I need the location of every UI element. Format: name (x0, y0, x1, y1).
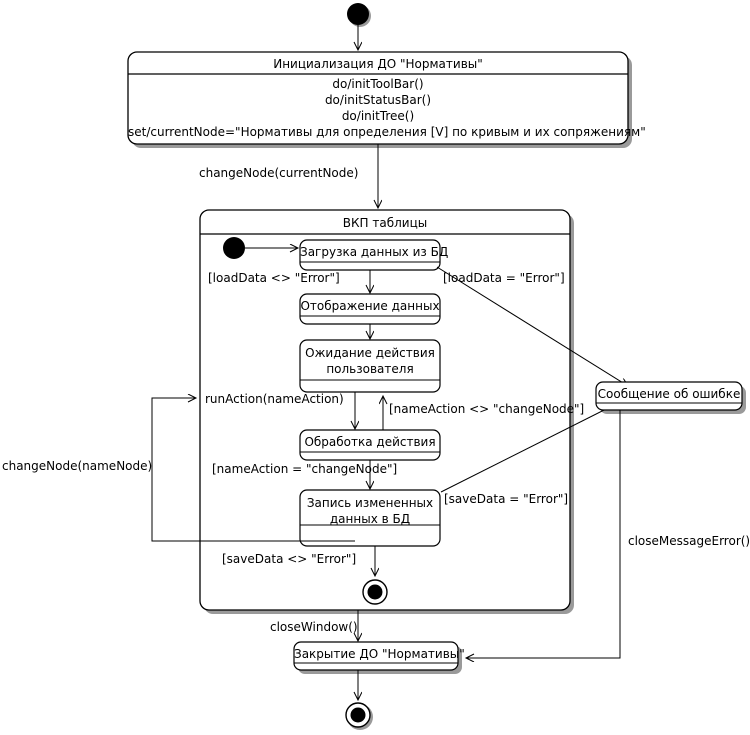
composite-state-title: ВКП таблицы (342, 216, 428, 230)
transition-label-close-window: closeWindow() (270, 620, 358, 634)
transition-label-load-error: [loadData = "Error"] (443, 271, 565, 285)
transition-label-close-message-error: closeMessageError() (628, 534, 750, 548)
transition-label-name-action-eq: [nameAction = "changeNode"] (212, 462, 398, 476)
composite-state-box (199, 209, 571, 611)
state-box-wait-user-action (299, 339, 441, 393)
final-state-core (350, 707, 366, 723)
state-label-load-data: Загрузка данных из БД (300, 245, 449, 259)
state-action-init-toolbar: do/initToolBar() (332, 77, 424, 91)
state-action-init-statusbar: do/initStatusBar() (324, 93, 432, 107)
state-label-display-data: Отображение данных (300, 299, 440, 313)
state-action-set-current-node: set/currentNode="Нормативы для определен… (128, 125, 646, 139)
transition-label-save-error: [saveData = "Error"] (444, 492, 569, 506)
state-label-wait-user-action: Ожидание действия пользователя (305, 346, 435, 376)
inner-initial-state-marker (223, 237, 245, 259)
state-label-error-message: Сообщение об ошибке (597, 387, 741, 401)
transition-label-name-action-ne: [nameAction <> "changeNode"] (389, 402, 585, 416)
state-action-init-tree: do/initTree() (341, 109, 415, 123)
state-label-close-document: Закрытие ДО "Нормативы" (294, 647, 465, 661)
transition-change-node-name-loop (151, 398, 355, 542)
transition-label-change-node-name: changeNode(nameNode) (2, 459, 153, 473)
state-title-initialization: Инициализация ДО "Нормативы" (273, 57, 483, 71)
state-box-save-data (299, 489, 441, 547)
transition-label-run-action: runAction(nameAction) (205, 392, 344, 406)
transition-close-message-error (466, 410, 621, 658)
state-label-process-action: Обработка действия (304, 435, 436, 449)
state-label-save-data: Запись измененных данных в БД (306, 496, 434, 526)
initial-state-marker (347, 3, 369, 25)
transition-label-load-ok: [loadData <> "Error"] (208, 271, 340, 285)
transition-label-save-ok: [saveData <> "Error"] (222, 552, 357, 566)
inner-final-state-core (367, 584, 383, 600)
transition-load-error-to-message (436, 266, 628, 386)
transition-save-error-to-message (440, 398, 628, 493)
transition-label-change-node-current: changeNode(currentNode) (199, 166, 359, 180)
